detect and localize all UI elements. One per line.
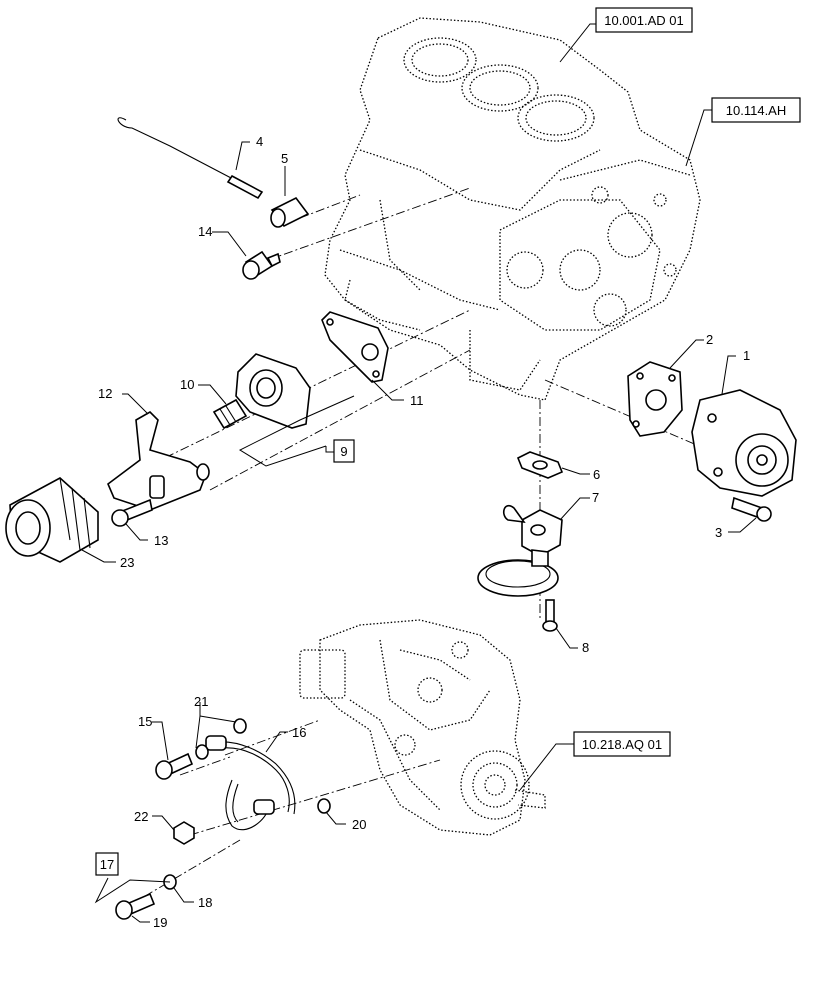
callout-19: 19 [153,915,167,930]
ref-box-block[interactable]: 10.001.AD 01 [595,7,693,33]
strainer-bolt [542,599,558,632]
ref-injection-pump-label[interactable]: 10.218.AQ 01 [582,737,662,752]
sealing-washer-pump [317,798,331,814]
oil-pipe [205,735,296,831]
callout-22: 22 [134,809,148,824]
callout-15: 15 [138,714,152,729]
oil-filter-base [235,353,311,429]
ref-box-injection-pump[interactable]: 10.218.AQ 01 [573,731,671,757]
callout-23: 23 [120,555,134,570]
callout-14: 14 [198,224,212,239]
callout-17: 17 [100,857,114,872]
banjo-bolt-lower [115,892,156,920]
dipstick [117,117,264,200]
filter-bracket [107,411,210,511]
ref-box-front-cover[interactable]: 10.114.AH [711,97,801,123]
callout-20: 20 [352,817,366,832]
strainer-gasket [516,451,564,479]
oil-strainer [477,504,563,597]
callout-box-9: 9 [333,439,355,463]
oil-pump [691,389,797,497]
callout-numbers: 1 2 3 4 5 6 7 8 10 11 12 13 14 15 16 18 … [98,134,750,930]
callout-1: 1 [743,348,750,363]
filter-nipple [212,398,248,430]
oil-filter [5,477,99,563]
callout-18: 18 [198,895,212,910]
banjo-bolt-upper [155,752,194,780]
callout-9: 9 [340,444,347,459]
callout-4: 4 [256,134,263,149]
callout-box-17: 17 [95,852,119,876]
callout-11: 11 [410,393,424,408]
filter-base-gasket [321,311,389,383]
callout-12: 12 [98,386,112,401]
injection-pump [299,619,546,836]
callout-10: 10 [180,377,194,392]
callout-8: 8 [582,640,589,655]
bracket-bolt [111,498,153,527]
oil-pump-bolt [731,496,772,522]
callout-3: 3 [715,525,722,540]
callout-5: 5 [281,151,288,166]
oil-pump-gasket [627,361,683,437]
engine-block [324,17,701,401]
ref-front-cover-label[interactable]: 10.114.AH [726,103,786,118]
pipe-nut [173,821,195,845]
callout-21: 21 [194,694,208,709]
sealing-washers-upper [195,718,247,760]
callout-16: 16 [292,725,306,740]
callout-7: 7 [592,490,599,505]
leader-lines [81,23,757,923]
ref-block-label[interactable]: 10.001.AD 01 [604,13,684,28]
callout-2: 2 [706,332,713,347]
oil-pressure-switch [242,250,281,280]
callout-13: 13 [154,533,168,548]
callout-6: 6 [593,467,600,482]
dipstick-guide [270,196,310,228]
